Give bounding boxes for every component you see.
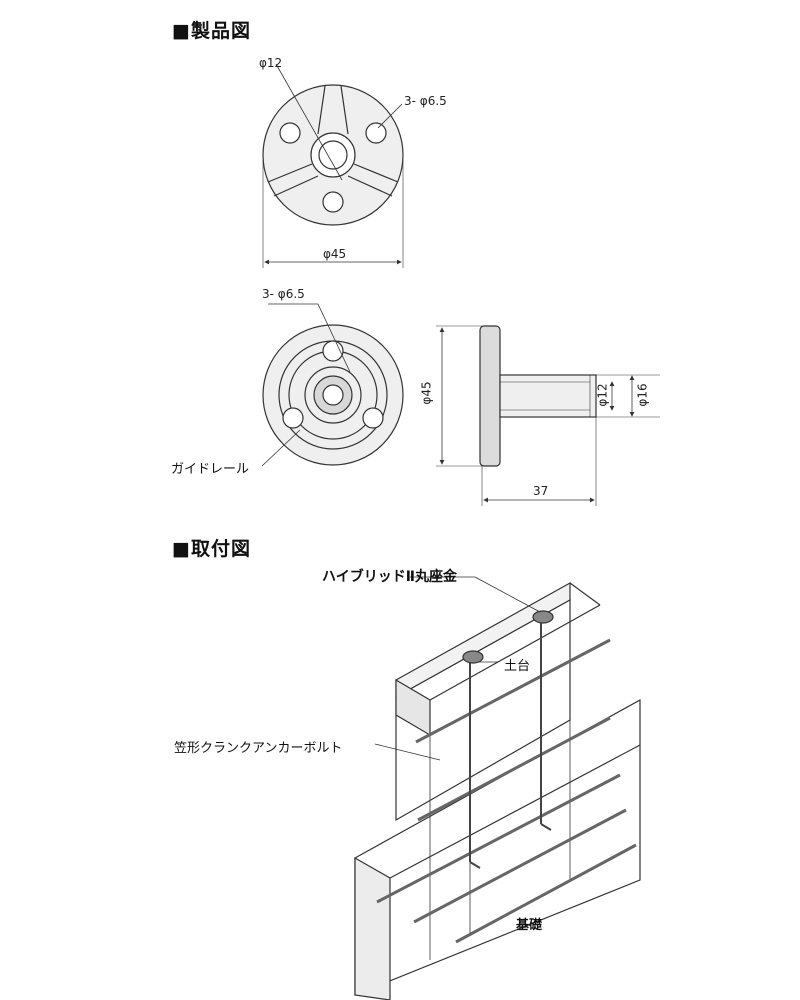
foundation-label: 基礎 bbox=[516, 918, 543, 933]
length-label: 37 bbox=[533, 484, 549, 498]
shaft-inner-label: φ12 bbox=[595, 383, 610, 407]
bottom-holes-label: 3- φ6.5 bbox=[262, 287, 305, 301]
anchor-bolt-label: 笠形クランクアンカーボルト bbox=[174, 741, 343, 756]
foundation-assembly bbox=[354, 576, 641, 1000]
product-name-label: ハイブリッドⅡ丸座金 bbox=[322, 569, 457, 585]
top-holes-label: 3- φ6.5 bbox=[404, 94, 447, 108]
washer-top-view bbox=[262, 63, 404, 268]
shaft-outer-label: φ16 bbox=[635, 383, 650, 407]
outer-diameter-label: φ45 bbox=[323, 247, 347, 261]
inner-diameter-label: φ12 bbox=[259, 56, 283, 70]
guide-rail-label: ガイドレール bbox=[171, 462, 250, 477]
washer-side-view bbox=[436, 325, 660, 506]
flange-diameter-label: φ45 bbox=[419, 381, 434, 405]
sill-label: 土台 bbox=[504, 659, 531, 674]
installation-drawing-title: ■取付図 bbox=[172, 538, 251, 560]
product-drawing-title: ■製品図 bbox=[172, 20, 251, 42]
washer-bottom-view bbox=[261, 303, 404, 467]
